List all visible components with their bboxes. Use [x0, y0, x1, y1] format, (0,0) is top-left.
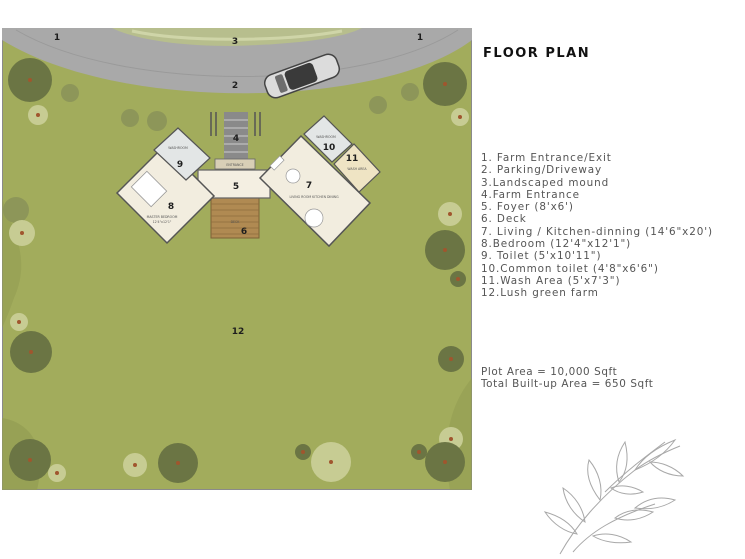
legend-item: 11.Wash Area (5'x7'3")	[481, 274, 621, 287]
legend-item: 4.Farm Entrance	[481, 188, 580, 201]
legend-item: 3.Landscaped mound	[481, 176, 610, 189]
toilet	[153, 127, 211, 181]
builtup-area: Total Built-up Area = 650 Sqft	[481, 378, 654, 391]
leaf-branch-illustration	[543, 438, 685, 555]
label-9: 9	[177, 160, 183, 170]
label-12: 12	[232, 327, 245, 337]
legend-item: 7. Living / Kitchen-dinning (14'6"x20')	[481, 225, 713, 238]
bedroom	[115, 144, 216, 245]
legend-list: 1. Farm Entrance/Exit 2. Parking/Drivewa…	[481, 152, 713, 300]
label-4: 4	[233, 134, 239, 144]
plot-area: Plot Area = 10,000 Sqft	[481, 366, 618, 378]
tag-wash: WASH AREA	[347, 167, 367, 171]
mound-swirl	[131, 29, 343, 41]
landscaped-mound	[112, 28, 362, 46]
wash-area	[333, 143, 381, 193]
label-6: 6	[241, 227, 247, 237]
label-3: 3	[232, 37, 238, 47]
car-icon	[263, 53, 341, 99]
farm-lawn	[2, 28, 472, 490]
label-1-right: 1	[417, 33, 423, 43]
legend-item: 12.Lush green farm	[481, 287, 599, 300]
legend-item: 2. Parking/Driveway	[481, 164, 603, 177]
label-10: 10	[323, 143, 336, 153]
entrance-mat	[214, 158, 256, 170]
deck-planks	[211, 203, 259, 235]
legend-item: 6. Deck	[481, 213, 527, 226]
shrub-icon	[61, 84, 79, 102]
driveway	[2, 28, 472, 94]
site-plan: 1 1 3 2	[2, 28, 472, 490]
tag-bedroom-size: 12'4"x12'1"	[153, 220, 172, 224]
shrub-icon	[121, 109, 139, 127]
label-11: 11	[346, 154, 359, 164]
shrub-icon	[3, 197, 29, 223]
living-kitchen-dining	[258, 134, 372, 248]
tag-foyer: ENTRANCE	[226, 163, 243, 167]
tag-bedroom: MASTER BEDROOM	[147, 215, 178, 219]
shrub-icon	[147, 111, 167, 131]
trees	[3, 58, 469, 483]
legend-item: 8.Bedroom (12'4"x12'1")	[481, 238, 632, 251]
page-title: FLOOR PLAN	[483, 46, 591, 61]
label-8: 8	[168, 202, 174, 212]
label-1-left: 1	[54, 33, 60, 43]
legend-item: 10.Common toilet (4'8"x6'6")	[481, 262, 659, 275]
dining-table-icon	[304, 208, 324, 228]
label-5: 5	[233, 182, 239, 192]
tag-deck: DECK	[231, 220, 241, 224]
sofa-icon	[269, 155, 285, 171]
shrub-icon	[369, 96, 387, 114]
table-icon	[285, 168, 301, 184]
lawn-shade-left	[2, 198, 22, 328]
site-plan-drawing: 1 1 3 2	[2, 28, 472, 490]
area-summary: Plot Area = 10,000 Sqft Total Built-up A…	[481, 366, 653, 391]
label-2: 2	[232, 81, 238, 91]
common-toilet	[303, 115, 353, 163]
legend-item: 5. Foyer (8'x6')	[481, 201, 574, 214]
driveway-edge	[15, 29, 459, 77]
tag-toilet: WASHROOM	[168, 146, 188, 150]
bed-icon	[130, 170, 168, 208]
shrub-icon	[401, 83, 419, 101]
label-7: 7	[306, 181, 312, 191]
tag-common-toilet: WASHROOM	[316, 135, 336, 139]
tag-living: LIVING ROOM KITCHEN DINING	[289, 195, 339, 199]
legend-item: 1. Farm Entrance/Exit	[481, 152, 612, 164]
legend-item: 9. Toilet (5'x10'11")	[481, 250, 602, 263]
